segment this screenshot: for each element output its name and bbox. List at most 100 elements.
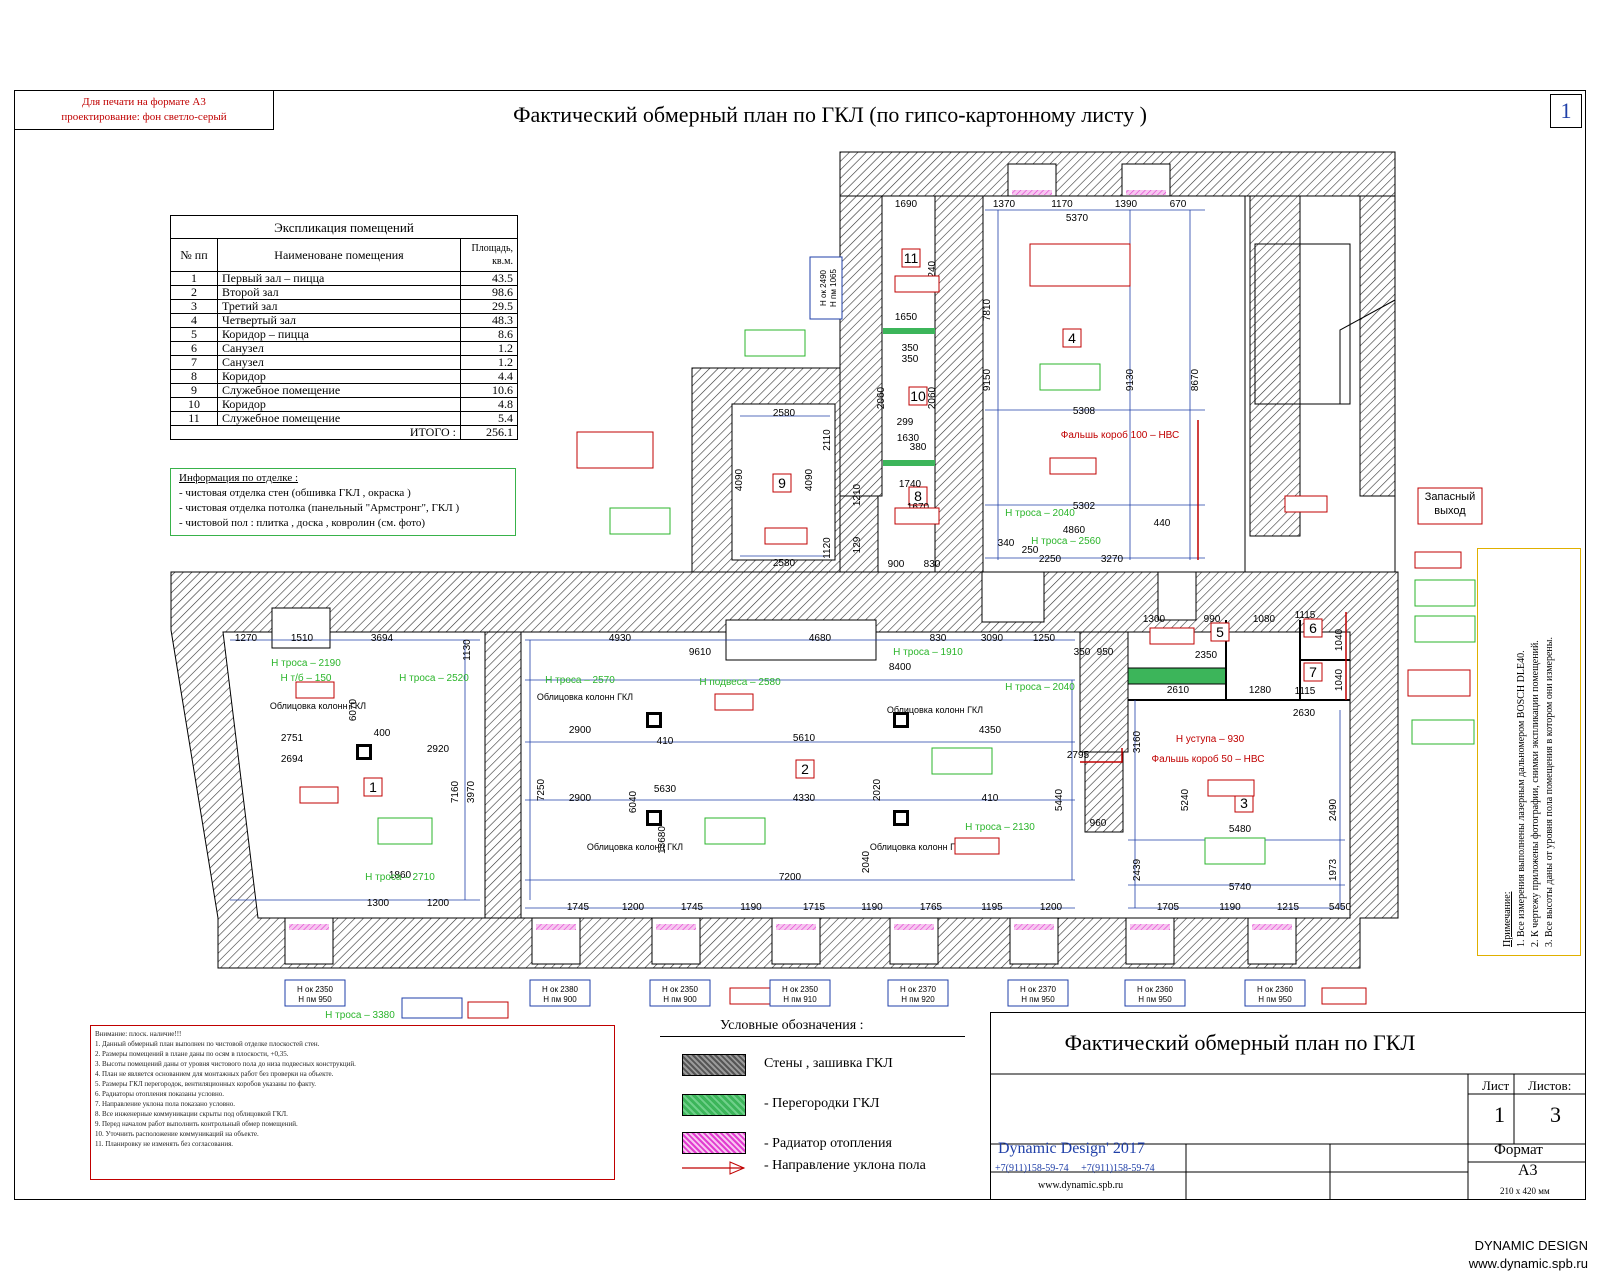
dimension-value: 1370 (993, 199, 1016, 210)
legend-label-partitions: - Перегородки ГКЛ (764, 1096, 880, 1111)
room-number: 2 (801, 761, 809, 777)
row-name: Коридор – пицца (217, 327, 461, 342)
window-sill: Н пм 910 (783, 995, 817, 1004)
dimension-value: 2110 (822, 429, 833, 451)
dimension-value: 1115 (1295, 610, 1316, 621)
legend-title: Условные обозначения : (720, 1018, 864, 1033)
radiator (536, 924, 576, 930)
dimension-value: 13680 (657, 826, 668, 854)
tag-boxes (295, 243, 1483, 1019)
total-value: 256.1 (460, 425, 518, 440)
brand-name: DYNAMIC DESIGN (1474, 1238, 1588, 1253)
dimension-value: 410 (657, 736, 674, 747)
dimension-value: 7200 (779, 872, 802, 883)
window-sill: Н пм 950 (1021, 995, 1055, 1004)
dimension-value: 9130 (1125, 368, 1136, 391)
column-label: Облицовка колонн ГКЛ (887, 705, 983, 715)
print-note: Для печати на формате А3 проектирование:… (14, 90, 274, 130)
dimension-value: 5440 (1054, 788, 1065, 811)
row-area: 98.6 (460, 285, 518, 300)
dimension-value: 2250 (1039, 554, 1062, 565)
height-annotation: Н троса – 2560 (1031, 536, 1101, 547)
room-number: 6 (1309, 620, 1317, 636)
dimension-value: 1210 (852, 483, 863, 506)
dimension-value: 1190 (1219, 902, 1241, 913)
room-number: 9 (778, 475, 786, 491)
studio-name: Dynamic Design' 2017 (998, 1140, 1145, 1157)
dimension-value: 1860 (389, 870, 412, 881)
room-number-box (1303, 662, 1323, 682)
dimension-value: 2020 (872, 778, 883, 801)
radiator (1014, 924, 1054, 930)
height-annotation: Фальшь короб 50 – НВС (1152, 753, 1265, 765)
window-height: Н ок 2490 (819, 269, 828, 306)
dimension-value: 299 (897, 417, 914, 428)
sheet-label: Лист (1482, 1078, 1510, 1093)
note-line: 6. Радиаторы отопления показаны условно. (95, 1090, 224, 1098)
dimension-value: 9150 (982, 368, 993, 391)
radiator (894, 924, 934, 930)
notes-box: Внимание: плоск. наличие!!!1. Данный обм… (90, 1025, 615, 1180)
radiator (1126, 190, 1166, 195)
print-note-line-1: Для печати на формате А3 (82, 96, 206, 108)
dimension-value: 5370 (1066, 213, 1089, 224)
col-name: Наименоване помещения (217, 238, 461, 272)
dimension-value: 1040 (1334, 668, 1345, 691)
dimension-value: 440 (1154, 518, 1171, 529)
dimension-value: 3240 (927, 260, 938, 283)
dimension-value: 2580 (773, 558, 796, 569)
height-annotation: Н троса – 2040 (1005, 682, 1075, 693)
legend-label-walls: Стены , зашивка ГКЛ (764, 1056, 893, 1071)
dimension-value: 3694 (371, 633, 394, 644)
dimension-value: 410 (982, 793, 999, 804)
print-note-line-2: проектирование: фон светло-серый (61, 111, 227, 123)
dimension-value: 9610 (689, 647, 712, 658)
dimension-value: 2920 (427, 744, 450, 755)
dimension-value: 5740 (1229, 882, 1252, 893)
legend-slope-arrow (682, 1161, 746, 1175)
room-number: 11 (904, 250, 919, 266)
legend-swatch-radiator (682, 1132, 746, 1154)
dimension-value: 670 (1170, 199, 1187, 210)
sheets-value: 3 (1550, 1102, 1561, 1127)
note-line: 9. Перед началом работ выполнить контрол… (95, 1120, 298, 1128)
window-height: Н ок 2360 (1257, 985, 1294, 994)
dimension-value: 2350 (1195, 650, 1218, 661)
side-notes-title: Примечание: (1502, 891, 1513, 947)
row-area: 43.5 (460, 271, 518, 286)
dimension-value: 250 (1022, 545, 1039, 556)
dimension-value: 5610 (793, 733, 816, 744)
dimension-value: 2060 (927, 386, 938, 409)
dimension-value: 5450 (1329, 902, 1352, 913)
height-annotation: Н троса – 2190 (271, 658, 341, 669)
columns (356, 712, 909, 826)
dimension-value: 400 (374, 728, 391, 739)
room-number-box (908, 386, 928, 406)
total-label: ИТОГО : (170, 425, 461, 440)
dimension-value: 2900 (569, 725, 592, 736)
dimension-value: 960 (1090, 818, 1107, 829)
dimension-value: 1650 (895, 312, 918, 323)
window-sill: Н пм 950 (1138, 995, 1172, 1004)
room-number: 4 (1068, 330, 1076, 346)
dimension-value: 1200 (1040, 902, 1063, 913)
height-annotation: Н троса – 1910 (893, 647, 963, 658)
dimension-value: 1215 (1277, 902, 1300, 913)
dimension-value: 1740 (899, 479, 922, 490)
dimension-value: 5480 (1229, 824, 1252, 835)
dimension-value: 8400 (889, 662, 912, 673)
legend-swatch-walls (682, 1054, 746, 1076)
dimension-value: 1300 (1143, 614, 1166, 625)
note-line: 2. Размеры помещений в плане даны по ося… (95, 1050, 289, 1058)
dimension-value: 5630 (654, 784, 677, 795)
room-number: 7 (1309, 664, 1317, 680)
dimension-value: 830 (924, 559, 941, 570)
dimension-value: 3090 (981, 633, 1004, 644)
window-sill: Н пм 900 (543, 995, 577, 1004)
column-label: Облицовка колонн ГКЛ (270, 701, 366, 711)
